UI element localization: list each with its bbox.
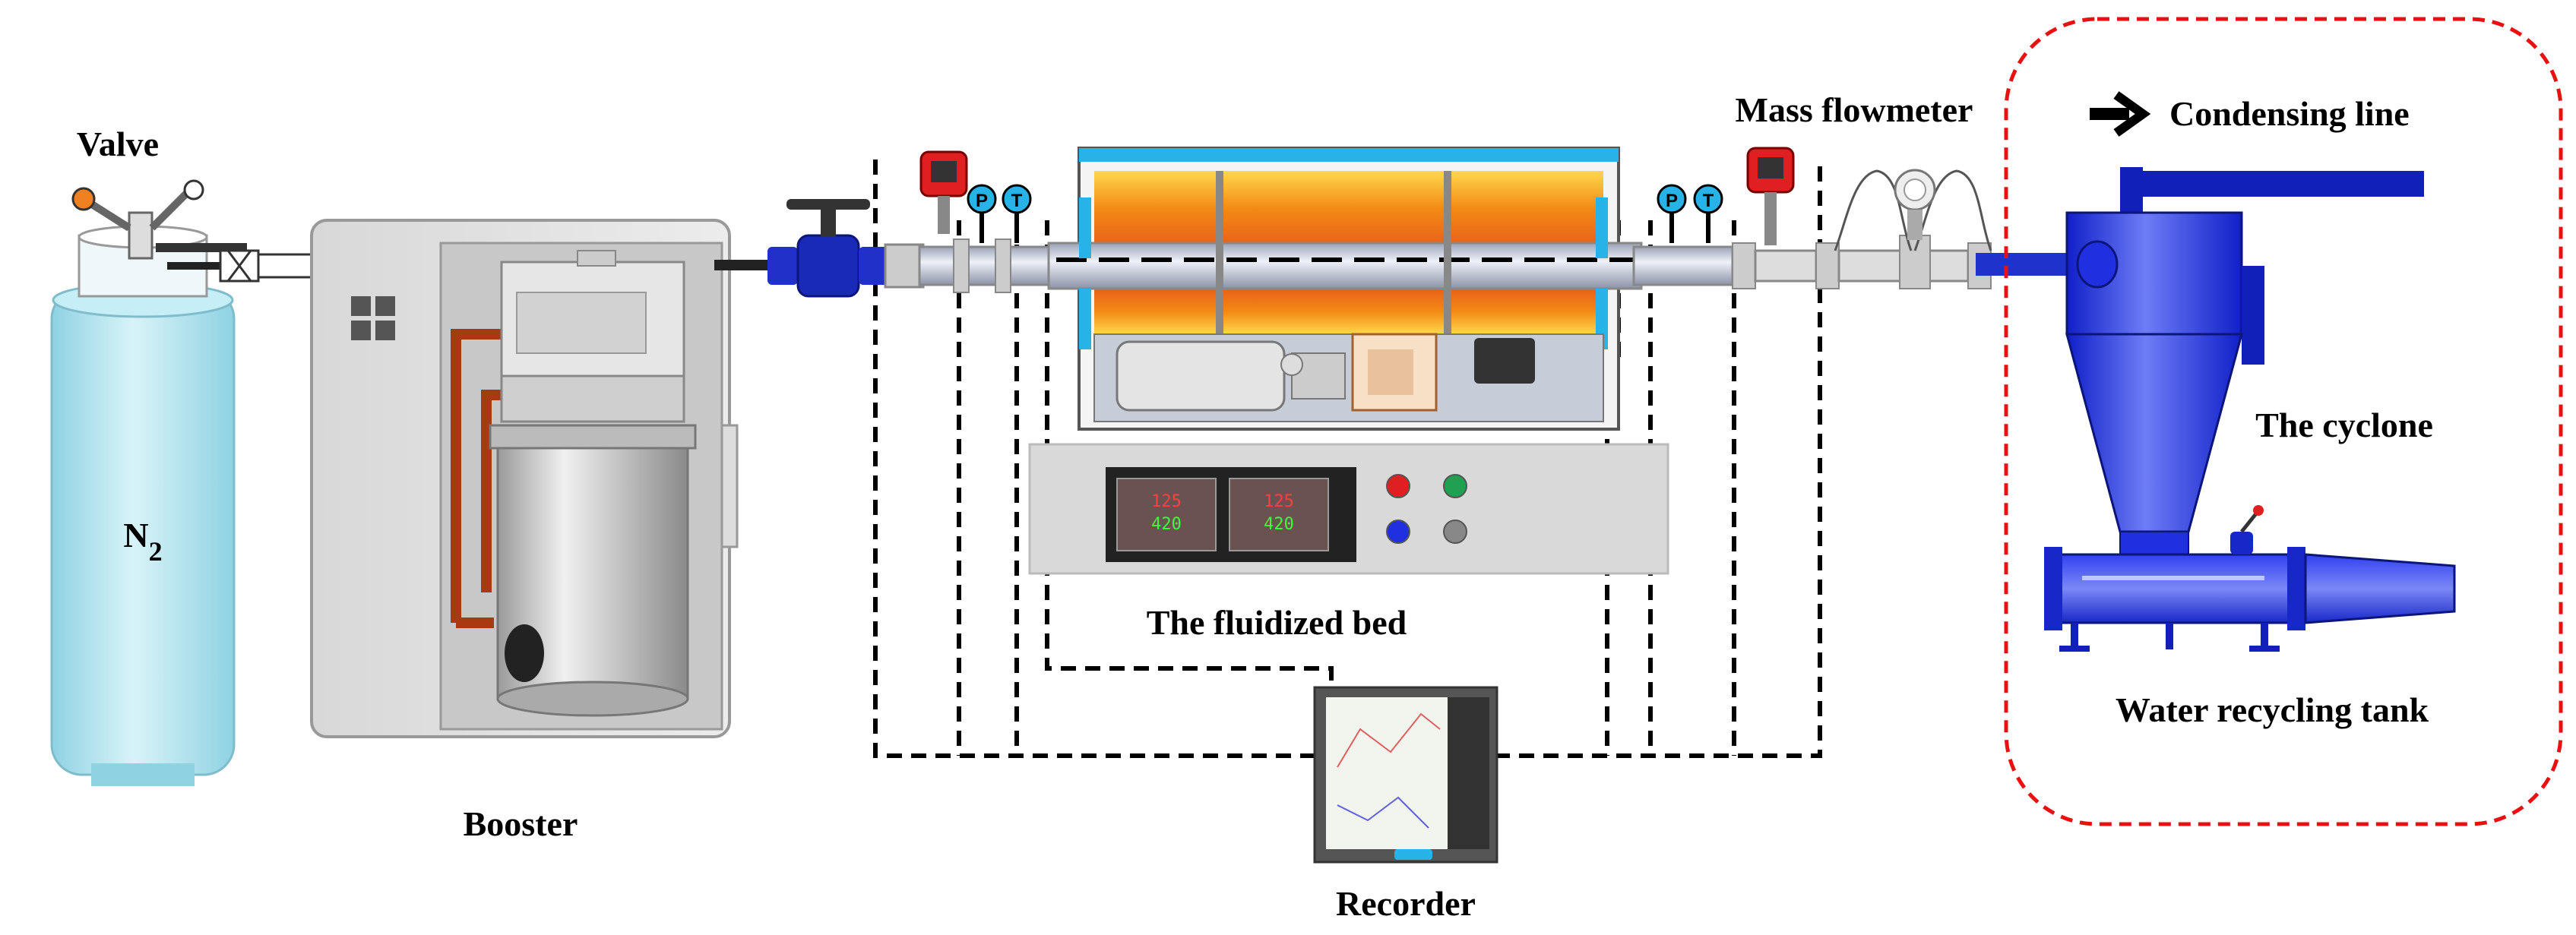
right-readout-sv: 420 xyxy=(1264,515,1294,534)
booster-label: Booster xyxy=(464,804,578,843)
recorder-label: Recorder xyxy=(1336,884,1476,923)
control-panel: 125 420 125 420 xyxy=(1028,443,1669,575)
inlet-piping xyxy=(918,238,1080,293)
condensing-arrow-icon xyxy=(2090,91,2151,137)
recorder xyxy=(1313,686,1498,864)
outlet-piping xyxy=(1632,235,1992,289)
booster-outlet-line xyxy=(714,199,925,298)
fluidized-bed-label: The fluidized bed xyxy=(1147,603,1407,642)
blue-button-icon[interactable] xyxy=(1386,520,1410,544)
fluidized-bed-furnace xyxy=(1047,147,1643,431)
left-readout-pv: 125 xyxy=(1151,492,1182,511)
inlet-p-letter: P xyxy=(976,191,988,211)
green-button-icon[interactable] xyxy=(1443,474,1467,498)
water-tank-label: Water recycling tank xyxy=(2116,690,2429,729)
outlet-pressure-transmitter xyxy=(1746,147,1795,245)
left-readout-sv: 420 xyxy=(1151,515,1182,534)
nitrogen-cylinder: N2 xyxy=(50,225,236,786)
inline-valve-icon[interactable] xyxy=(219,249,260,283)
inlet-t-sensor: T xyxy=(1002,184,1032,243)
outlet-t-sensor: T xyxy=(1693,184,1723,243)
inlet-pressure-transmitter xyxy=(919,150,968,234)
valve-label: Valve xyxy=(77,125,159,163)
cyclone xyxy=(2065,167,2424,555)
valve-knob-icon[interactable] xyxy=(71,187,96,211)
booster-window-icon xyxy=(351,296,395,340)
condensing-line-label: Condensing line xyxy=(2169,94,2410,133)
right-readout-pv: 125 xyxy=(1264,492,1294,511)
mass-flowmeter xyxy=(1834,169,1992,251)
signal-cables xyxy=(873,160,1822,758)
temp-controller-left: 125 420 xyxy=(1116,478,1217,551)
cable-outer-loop xyxy=(873,160,1822,758)
booster xyxy=(310,219,739,738)
temp-controller-right: 125 420 xyxy=(1229,478,1329,551)
outlet-p-sensor: P xyxy=(1657,184,1687,243)
red-button-icon[interactable] xyxy=(1386,474,1410,498)
mass-flowmeter-label: Mass flowmeter xyxy=(1736,90,1973,129)
inlet-p-sensor: P xyxy=(967,184,997,243)
water-recycling-tank xyxy=(2044,505,2456,652)
cyclone-label: The cyclone xyxy=(2255,406,2433,444)
n2-label: N2 xyxy=(123,516,162,567)
condensing-system-boundary xyxy=(2004,17,2563,826)
inlet-t-letter: T xyxy=(1011,191,1023,211)
outlet-t-letter: T xyxy=(1703,191,1714,211)
grey-button-icon[interactable] xyxy=(1443,520,1467,544)
outlet-p-letter: P xyxy=(1666,191,1678,211)
